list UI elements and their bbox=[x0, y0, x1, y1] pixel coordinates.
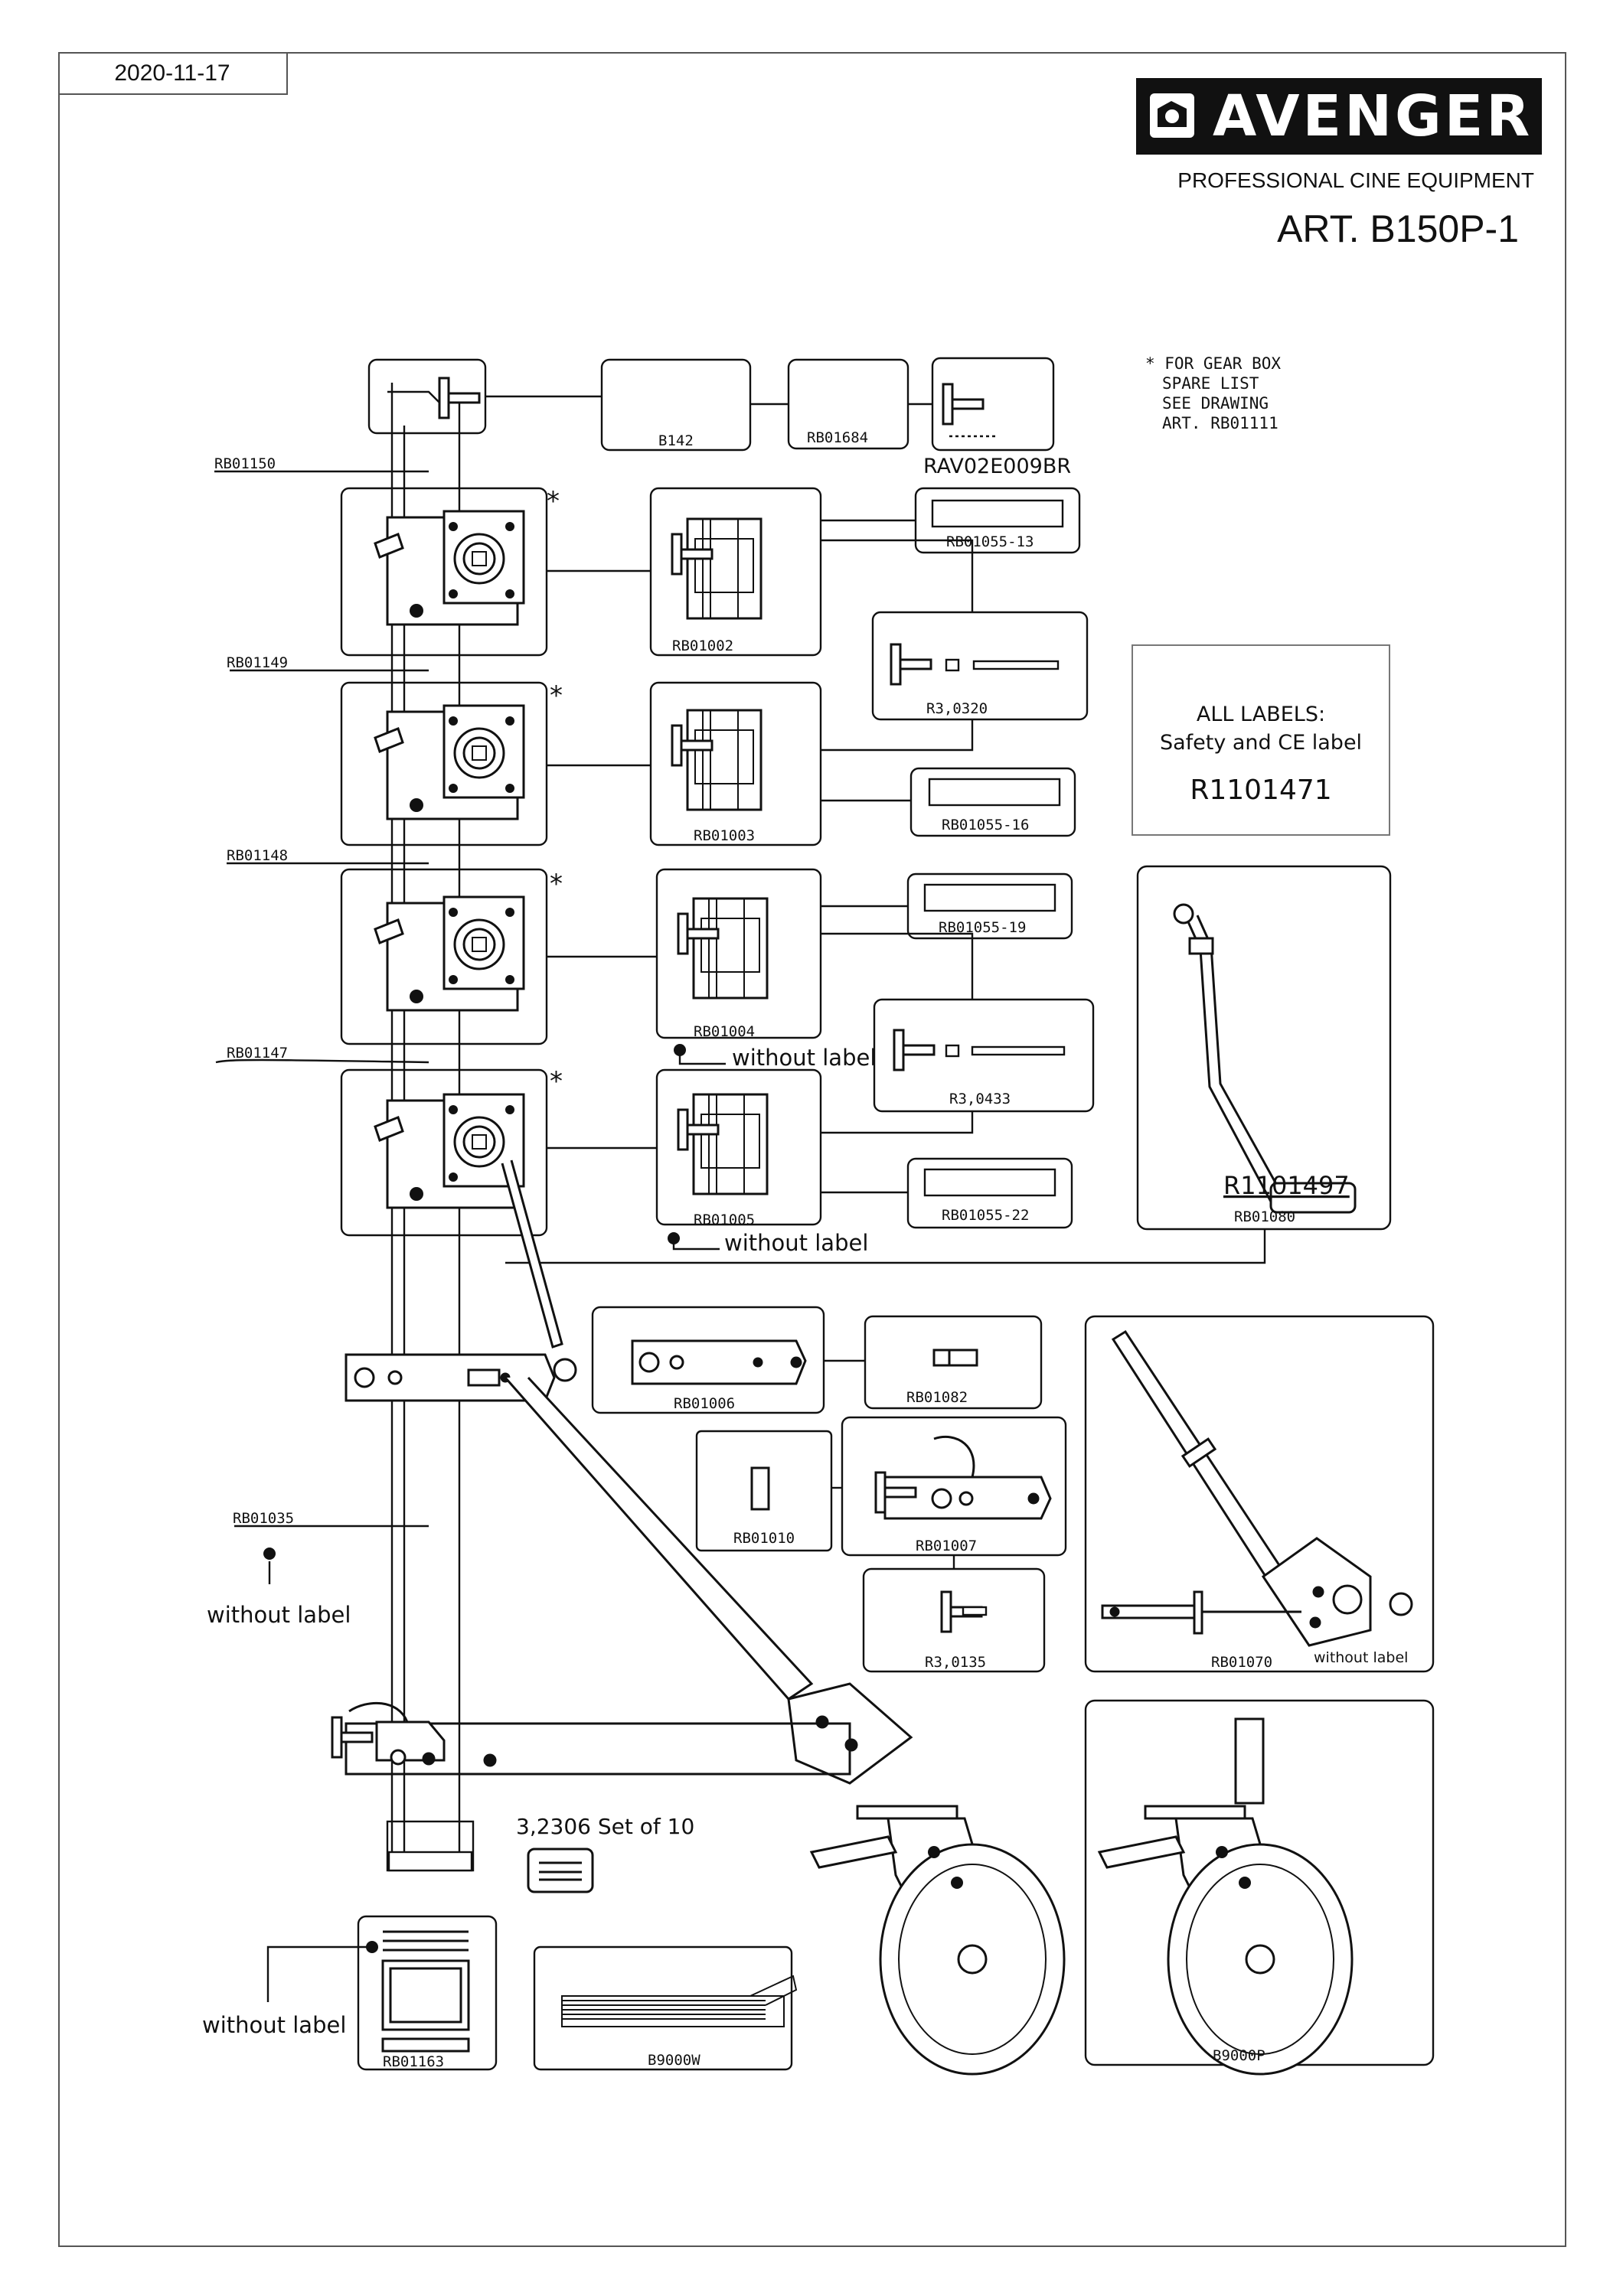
part-label-b142: B142 bbox=[658, 432, 694, 449]
without-label-rb01005: without label bbox=[724, 1230, 868, 1256]
part-box-rb01163 bbox=[357, 1915, 498, 2071]
gear-box-asterisk: * bbox=[550, 680, 563, 711]
part-box-r3-0433 bbox=[873, 998, 1095, 1113]
part-box-rb01003 bbox=[649, 681, 822, 846]
part-label-set-3-2306: 3,2306 Set of 10 bbox=[516, 1814, 694, 1839]
part-label-rb01148: RB01148 bbox=[227, 847, 288, 864]
part-label-rb01055-13: RB01055-13 bbox=[946, 533, 1034, 550]
part-label-rb01007: RB01007 bbox=[916, 1538, 977, 1554]
without-label-rb01035: without label bbox=[207, 1602, 351, 1628]
part-label-rav02e009br: RAV02E009BR bbox=[923, 455, 1071, 478]
part-box-rb01004 bbox=[655, 868, 822, 1039]
gear-box-note-line: ART. RB01111 bbox=[1162, 414, 1278, 432]
without-label-rb01070: without label bbox=[1314, 1649, 1408, 1666]
part-box-rb01082 bbox=[864, 1315, 1043, 1410]
part-label-r3-0433: R3,0433 bbox=[949, 1091, 1011, 1107]
date-stamp: 2020-11-17 bbox=[58, 52, 288, 95]
without-label-rb01004: without label bbox=[732, 1045, 876, 1071]
bullet-icon bbox=[263, 1548, 276, 1560]
part-label-b9000w: B9000W bbox=[648, 2052, 700, 2069]
part-label-rb01010: RB01010 bbox=[733, 1530, 795, 1547]
gear-box-note-line: * FOR GEAR BOX bbox=[1145, 354, 1282, 373]
part-label-rb01005: RB01005 bbox=[694, 1212, 755, 1228]
part-label-rb01080: RB01080 bbox=[1234, 1208, 1295, 1225]
all-labels-subtitle: Safety and CE label bbox=[1159, 731, 1363, 755]
part-box-rb01055-16 bbox=[909, 767, 1076, 837]
part-box-r3-0320 bbox=[871, 611, 1089, 721]
part-label-rb01055-16: RB01055-16 bbox=[942, 817, 1029, 833]
part-label-rb01003: RB01003 bbox=[694, 827, 755, 844]
part-label-rb01006: RB01006 bbox=[674, 1395, 735, 1412]
part-label-rb01149: RB01149 bbox=[227, 654, 288, 671]
part-label-rb01070: RB01070 bbox=[1211, 1654, 1272, 1671]
gear-box-asterisk: * bbox=[550, 869, 563, 899]
part-label-rb01150: RB01150 bbox=[214, 455, 276, 472]
brand-tagline: PROFESSIONAL CINE EQUIPMENT bbox=[1177, 168, 1534, 192]
avenger-logo-icon bbox=[1150, 93, 1194, 138]
gear-box-note-line: SEE DRAWING bbox=[1162, 394, 1269, 413]
gear-box-asterisk: * bbox=[547, 486, 560, 517]
part-label-rb01082: RB01082 bbox=[906, 1389, 968, 1406]
part-box-rb01010 bbox=[695, 1430, 833, 1552]
bullet-icon bbox=[674, 1044, 686, 1056]
all-labels-code: R1101471 bbox=[1190, 775, 1332, 806]
gear-box-note-line: SPARE LIST bbox=[1162, 374, 1259, 393]
part-box-gear-4 bbox=[340, 1068, 548, 1237]
part-box-b9000w bbox=[533, 1945, 793, 2071]
part-label-rb01055-22: RB01055-22 bbox=[942, 1207, 1029, 1224]
without-label-rb01163: without label bbox=[202, 2012, 346, 2038]
gear-box-asterisk: * bbox=[550, 1066, 563, 1097]
part-label-rb01147: RB01147 bbox=[227, 1045, 288, 1062]
avenger-logo: AVENGER bbox=[1136, 78, 1542, 155]
part-label-rb01004: RB01004 bbox=[694, 1023, 755, 1040]
part-label-r3-0135: R3,0135 bbox=[925, 1654, 986, 1671]
part-label-r3-0320: R3,0320 bbox=[926, 700, 988, 717]
all-labels-title: ALL LABELS: bbox=[1196, 703, 1326, 726]
part-label-rb01163: RB01163 bbox=[383, 2053, 444, 2070]
brand-name: AVENGER bbox=[1213, 83, 1533, 149]
article-number: ART. B150P-1 bbox=[1277, 207, 1519, 250]
part-label-rb01055-19: RB01055-19 bbox=[939, 919, 1026, 936]
part-label-rb01684: RB01684 bbox=[807, 429, 868, 446]
part-box-rb01070 bbox=[1084, 1315, 1435, 1673]
part-label-r1101497: R1101497 bbox=[1223, 1171, 1350, 1200]
part-label-rb01035: RB01035 bbox=[233, 1510, 294, 1527]
bullet-icon bbox=[366, 1941, 378, 1953]
part-label-rb01002: RB01002 bbox=[672, 638, 733, 654]
all-labels-box: ALL LABELS: Safety and CE label R1101471 bbox=[1132, 644, 1390, 836]
part-box-gear-2 bbox=[340, 681, 548, 846]
bullet-icon bbox=[668, 1232, 680, 1244]
part-label-b9000p: B9000P bbox=[1213, 2047, 1265, 2064]
